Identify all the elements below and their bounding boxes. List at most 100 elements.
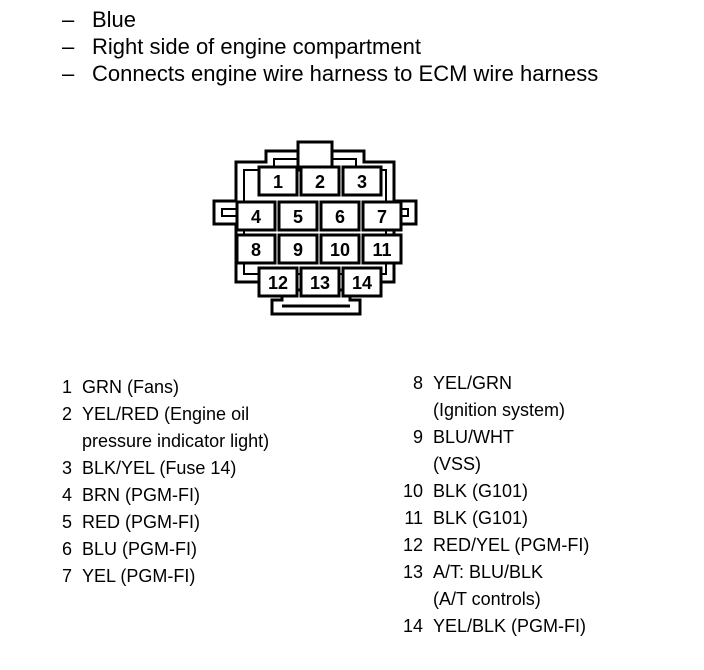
pin-number: 1	[61, 377, 72, 397]
pin-description-line: BLU/WHT	[433, 427, 514, 447]
cavity-label-10: 10	[330, 240, 350, 260]
cavity-7	[361, 200, 403, 232]
pin-description: YEL/GRN (Ignition system)	[433, 370, 565, 424]
cavity-label-3: 3	[357, 172, 367, 192]
cavity-1	[257, 165, 299, 197]
pin-description-line: GRN (Fans)	[82, 377, 180, 397]
pin-description-line: (Ignition system)	[433, 400, 566, 420]
pin-description: BLK (G101)	[433, 505, 528, 532]
header-color-text: Blue	[92, 7, 137, 32]
cavity-label-12: 12	[268, 273, 288, 293]
pin-number: 10	[402, 481, 423, 501]
pin-description: BLU/WHT (VSS)	[433, 424, 514, 478]
pin-list-left: 1 GRN (Fans) 2 YEL/RED (Engine oil pressure …	[50, 374, 269, 590]
pin-entry-6: 6 BLU (PGM-FI)	[50, 536, 269, 563]
pin-description: BLU (PGM-FI)	[82, 536, 197, 563]
pin-entry-14: 14 YEL/BLK (PGM-FI)	[393, 613, 589, 640]
pin-number: 7	[61, 566, 72, 586]
pin-list-right: 8 YEL/GRN (Ignition system) 9 BLU/WHT (VSS) 10…	[393, 370, 589, 640]
pin-description-line: (A/T controls)	[433, 589, 541, 609]
pin-description-line: YEL/BLK (PGM-FI)	[433, 616, 587, 636]
connector-latch	[296, 140, 334, 172]
pin-entry-3: 3 BLK/YEL (Fuse 14)	[50, 455, 269, 482]
pin-description-line: BRN (PGM-FI)	[82, 485, 200, 505]
cavity-label-13: 13	[310, 273, 330, 293]
pin-entry-5: 5 RED (PGM-FI)	[50, 509, 269, 536]
cavity-6	[319, 200, 361, 232]
cavity-5	[277, 200, 319, 232]
pin-number: 13	[402, 562, 423, 582]
pin-number: 9	[412, 427, 423, 447]
pin-number: 11	[404, 508, 423, 528]
cavity-label-6: 6	[335, 207, 345, 227]
pin-entry-7: 7 YEL (PGM-FI)	[50, 563, 269, 590]
pin-entry-12: 12 RED/YEL (PGM-FI)	[393, 532, 589, 559]
pin-description-line: BLU (PGM-FI)	[82, 539, 197, 559]
pin-description-line: YEL/RED (Engine oil	[82, 404, 250, 424]
pin-description-line: RED (PGM-FI)	[82, 512, 200, 532]
cavity-13	[299, 266, 341, 298]
cavity-label-5: 5	[293, 207, 303, 227]
pin-number: 6	[61, 539, 72, 559]
header-line-color: – Blue	[62, 6, 598, 33]
cavity-label-1: 1	[273, 172, 283, 192]
pin-number: 14	[402, 616, 423, 636]
pin-number: 8	[412, 373, 423, 393]
header-function-text: Connects engine wire harness to ECM wire…	[92, 61, 599, 86]
pin-number: 5	[61, 512, 72, 532]
cavity-8	[235, 233, 277, 265]
pin-description: GRN (Fans)	[82, 374, 179, 401]
pin-description-line: YEL/GRN	[433, 373, 513, 393]
pin-description: BLK/YEL (Fuse 14)	[82, 455, 236, 482]
pin-description-line: RED/YEL (PGM-FI)	[433, 535, 590, 555]
cavity-2	[299, 165, 341, 197]
pin-entry-11: 11 BLK (G101)	[393, 505, 589, 532]
cavity-12	[257, 266, 299, 298]
cavity-14	[341, 266, 383, 298]
pin-number: 12	[402, 535, 423, 555]
pin-description-line: YEL (PGM-FI)	[82, 566, 196, 586]
pin-entry-4: 4 BRN (PGM-FI)	[50, 482, 269, 509]
connector-info-header: – Blue – Right side of engine compartmen…	[62, 6, 598, 87]
cavity-label-11: 11	[372, 240, 391, 260]
cavity-label-4: 4	[251, 207, 261, 227]
pin-entry-13: 13 A/T: BLU/BLK (A/T controls)	[393, 559, 589, 613]
pin-description-line: BLK (G101)	[433, 508, 529, 528]
pin-description: RED/YEL (PGM-FI)	[433, 532, 589, 559]
pin-description-line: BLK/YEL (Fuse 14)	[82, 458, 237, 478]
cavity-11	[361, 233, 403, 265]
cavity-9	[277, 233, 319, 265]
pin-entry-8: 8 YEL/GRN (Ignition system)	[393, 370, 589, 424]
pin-description: A/T: BLU/BLK (A/T controls)	[433, 559, 543, 613]
header-line-location: – Right side of engine compartment	[62, 33, 598, 60]
pin-description: YEL/RED (Engine oil pressure indicator li…	[82, 401, 269, 455]
cavity-label-2: 2	[315, 172, 325, 192]
pin-description: BRN (PGM-FI)	[82, 482, 200, 509]
pin-number: 4	[61, 485, 72, 505]
pin-description-line: pressure indicator light)	[82, 431, 270, 451]
pin-number: 2	[61, 404, 72, 424]
cavity-4	[235, 200, 277, 232]
pin-description-line: (VSS)	[433, 454, 482, 474]
pin-description: YEL (PGM-FI)	[82, 563, 195, 590]
pin-description-line: BLK (G101)	[433, 481, 529, 501]
pin-entry-1: 1 GRN (Fans)	[50, 374, 269, 401]
pin-description-line: A/T: BLU/BLK	[433, 562, 544, 582]
header-location-text: Right side of engine compartment	[92, 34, 421, 59]
pin-description: YEL/BLK (PGM-FI)	[433, 613, 586, 640]
pin-entry-10: 10 BLK (G101)	[393, 478, 589, 505]
pin-entry-9: 9 BLU/WHT (VSS)	[393, 424, 589, 478]
pin-entry-2: 2 YEL/RED (Engine oil pressure indicator l…	[50, 401, 269, 455]
pin-description: BLK (G101)	[433, 478, 528, 505]
cavity-10	[319, 233, 361, 265]
header-dash: –	[62, 61, 75, 86]
cavity-label-9: 9	[293, 240, 303, 260]
cavity-3	[341, 165, 383, 197]
pin-description: RED (PGM-FI)	[82, 509, 200, 536]
header-line-function: – Connects engine wire harness to ECM wi…	[62, 60, 598, 87]
cavity-label-7: 7	[377, 207, 387, 227]
cavity-label-14: 14	[352, 273, 372, 293]
pin-number: 3	[61, 458, 72, 478]
